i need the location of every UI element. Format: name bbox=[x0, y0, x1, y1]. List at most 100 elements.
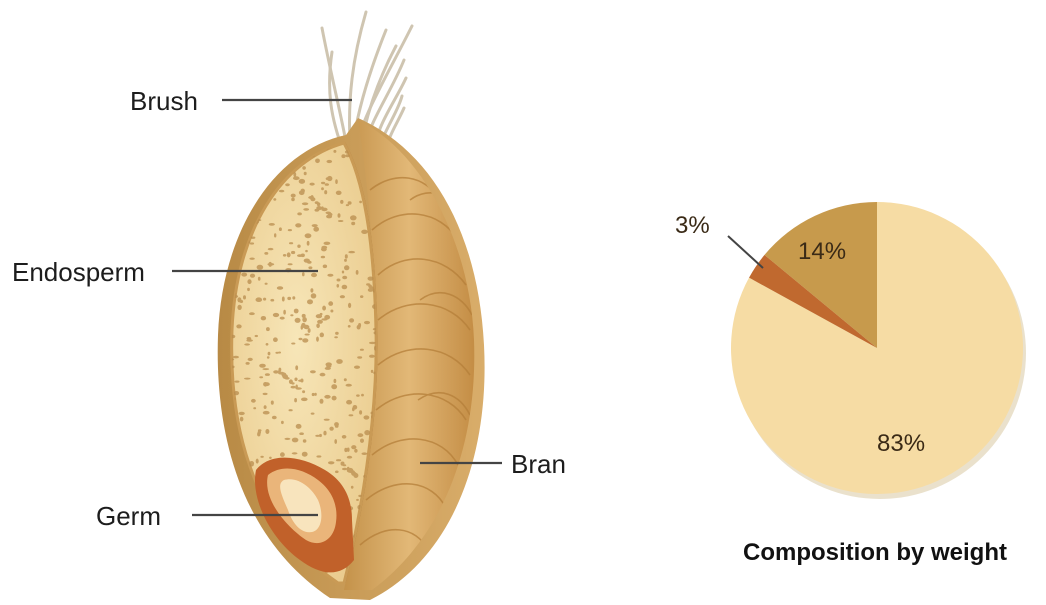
endosperm-speckle bbox=[256, 459, 259, 464]
endosperm-speckle bbox=[235, 381, 240, 383]
endosperm-speckle bbox=[311, 195, 314, 200]
endosperm-speckle bbox=[325, 183, 329, 186]
endosperm-speckle bbox=[297, 254, 303, 257]
endosperm-speckle bbox=[293, 574, 300, 576]
endosperm-speckle bbox=[321, 182, 325, 184]
endosperm-speckle bbox=[320, 373, 326, 377]
slice-label-3: 3% bbox=[675, 212, 710, 239]
endosperm-speckle bbox=[314, 393, 316, 396]
endosperm-speckle bbox=[342, 271, 344, 274]
endosperm-speckle bbox=[310, 288, 313, 292]
endosperm-speckle bbox=[257, 265, 264, 270]
endosperm-speckle bbox=[249, 148, 255, 153]
endosperm-speckle bbox=[273, 313, 279, 317]
endosperm-speckle bbox=[270, 299, 274, 302]
endosperm-speckle bbox=[305, 250, 308, 252]
endosperm-speckle bbox=[356, 499, 359, 501]
endosperm-speckle bbox=[230, 574, 235, 577]
endosperm-speckle bbox=[301, 147, 304, 152]
endosperm-speckle bbox=[301, 398, 308, 402]
endosperm-speckle bbox=[263, 411, 270, 415]
composition-pie-chart: 83% 3% 14% Composition by weight bbox=[675, 202, 1026, 566]
endosperm-speckle bbox=[255, 161, 258, 163]
endosperm-speckle bbox=[240, 417, 244, 422]
endosperm-speckle bbox=[233, 356, 239, 359]
endosperm-speckle bbox=[348, 201, 352, 204]
endosperm-speckle bbox=[330, 310, 333, 313]
endosperm-speckle bbox=[252, 158, 256, 161]
endosperm-speckle bbox=[243, 295, 246, 299]
endosperm-speckle bbox=[245, 571, 251, 574]
endosperm-speckle bbox=[250, 242, 254, 244]
endosperm-speckle bbox=[334, 379, 337, 383]
endosperm-speckle bbox=[313, 227, 319, 232]
endosperm-speckle bbox=[351, 486, 354, 489]
endosperm-speckle bbox=[317, 320, 323, 324]
endosperm-speckle bbox=[324, 190, 327, 194]
endosperm-speckle bbox=[349, 318, 354, 322]
endosperm-speckle bbox=[235, 490, 242, 492]
endosperm-speckle bbox=[289, 409, 293, 411]
endosperm-speckle bbox=[291, 386, 296, 389]
endosperm-speckle bbox=[277, 286, 283, 290]
endosperm-speckle bbox=[321, 206, 324, 209]
endosperm-speckle bbox=[347, 469, 351, 472]
endosperm-speckle bbox=[250, 274, 255, 278]
endosperm-speckle bbox=[268, 248, 274, 250]
endosperm-speckle bbox=[257, 554, 263, 557]
endosperm-speckle bbox=[301, 379, 304, 383]
endosperm-speckle bbox=[291, 343, 295, 345]
endosperm-speckle bbox=[244, 378, 251, 380]
endosperm-speckle bbox=[259, 376, 263, 378]
endosperm-speckle bbox=[235, 229, 241, 231]
endosperm-speckle bbox=[341, 154, 345, 158]
endosperm-speckle bbox=[340, 295, 345, 298]
endosperm-speckle bbox=[283, 254, 286, 257]
endosperm-speckle bbox=[232, 533, 237, 535]
endosperm-speckle bbox=[230, 477, 237, 480]
endosperm-speckle bbox=[329, 427, 333, 431]
endosperm-speckle bbox=[302, 166, 306, 170]
endosperm-speckle bbox=[241, 273, 247, 277]
endosperm-speckle bbox=[294, 309, 299, 314]
endosperm-speckle bbox=[307, 241, 310, 246]
endosperm-speckle bbox=[320, 333, 324, 338]
endosperm-speckle bbox=[294, 398, 297, 402]
endosperm-speckle bbox=[252, 524, 256, 527]
endosperm-speckle bbox=[264, 252, 268, 255]
endosperm-speckle bbox=[335, 179, 338, 184]
endosperm-speckle bbox=[292, 452, 298, 454]
endosperm-speckle bbox=[232, 229, 235, 231]
endosperm-speckle bbox=[358, 495, 362, 497]
endosperm-speckle bbox=[324, 419, 330, 421]
endosperm-speckle bbox=[255, 577, 259, 580]
endosperm-speckle bbox=[271, 401, 274, 405]
endosperm-speckle bbox=[326, 212, 331, 215]
endosperm-speckle bbox=[348, 325, 351, 328]
endosperm-speckle bbox=[327, 274, 333, 277]
endosperm-speckle bbox=[364, 430, 370, 435]
endosperm-speckle bbox=[294, 378, 297, 382]
endosperm-speckle bbox=[324, 242, 331, 245]
endosperm-speckle bbox=[240, 169, 244, 173]
endosperm-speckle bbox=[237, 305, 241, 310]
endosperm-speckle bbox=[321, 256, 325, 259]
endosperm-speckle bbox=[316, 337, 319, 342]
endosperm-speckle bbox=[243, 567, 249, 571]
endosperm-speckle bbox=[288, 263, 293, 265]
endosperm-speckle bbox=[316, 324, 320, 329]
endosperm-speckle bbox=[303, 439, 307, 442]
endosperm-speckle bbox=[297, 245, 300, 248]
endosperm-speckle bbox=[351, 222, 355, 225]
endosperm-speckle bbox=[341, 462, 345, 466]
endosperm-speckle bbox=[348, 251, 355, 253]
endosperm-speckle bbox=[335, 471, 339, 474]
endosperm-speckle bbox=[265, 560, 268, 564]
endosperm-speckle bbox=[359, 201, 362, 204]
endosperm-speckle bbox=[244, 343, 250, 345]
endosperm-speckle bbox=[342, 435, 347, 439]
endosperm-speckle bbox=[369, 355, 375, 358]
endosperm-speckle bbox=[301, 323, 305, 328]
endosperm-speckle bbox=[233, 211, 239, 215]
